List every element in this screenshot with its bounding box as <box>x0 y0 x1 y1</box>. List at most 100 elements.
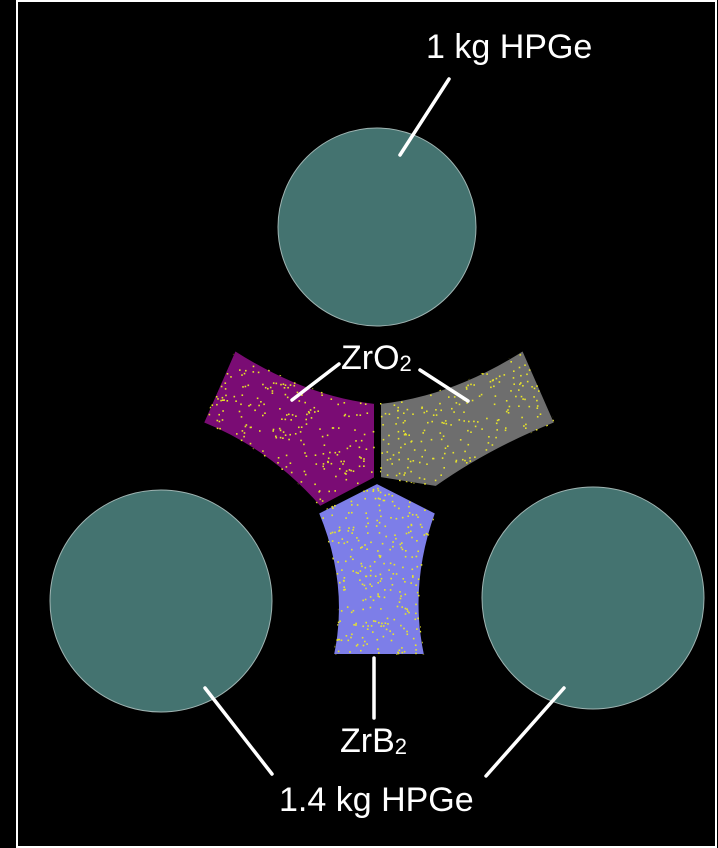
sample-dot <box>319 498 322 501</box>
sample-dot <box>348 512 350 514</box>
sample-dot <box>345 470 348 472</box>
sample-dot <box>321 394 323 396</box>
sample-dot <box>334 531 336 534</box>
sample-dot <box>350 469 352 472</box>
sample-dot <box>286 396 289 399</box>
sample-dot <box>398 601 401 603</box>
sample-dot <box>462 458 464 461</box>
sample-dot <box>359 570 362 572</box>
sample-dot <box>284 384 287 386</box>
sample-dot <box>363 460 365 462</box>
sample-dot <box>444 452 446 455</box>
sample-dot <box>439 402 441 405</box>
sample-zro2-right <box>379 348 557 489</box>
sample-dot <box>374 620 377 623</box>
sample-dot <box>401 516 404 519</box>
sample-dot <box>352 558 354 561</box>
sample-dot <box>337 621 340 624</box>
sample-dot <box>440 438 443 441</box>
sample-dot <box>420 564 423 566</box>
sample-dot <box>378 521 381 524</box>
sample-dot <box>444 420 447 422</box>
sample-dot <box>348 527 350 529</box>
sample-dot <box>323 468 326 470</box>
sample-dot <box>248 405 250 407</box>
sample-dot <box>337 638 340 641</box>
sample-dot <box>346 541 349 543</box>
sample-dot <box>343 414 346 417</box>
sample-dot <box>332 427 335 429</box>
sample-dot <box>469 457 471 459</box>
sample-dot <box>373 446 375 449</box>
sample-dot <box>491 444 494 446</box>
sample-dot <box>401 647 403 649</box>
sample-dot <box>404 593 407 596</box>
sample-dot <box>365 587 367 590</box>
sample-dot <box>289 384 292 386</box>
sample-dot <box>398 451 400 454</box>
sample-dot <box>331 514 333 517</box>
sample-dot <box>282 431 285 433</box>
sample-dot <box>406 633 409 636</box>
sample-dot <box>216 427 219 430</box>
sample-dot <box>393 618 396 621</box>
sample-dot <box>340 460 342 463</box>
sample-dot <box>220 385 223 388</box>
sample-dot <box>518 405 520 407</box>
label-zrb2-main: ZrB <box>340 722 395 760</box>
sample-dot <box>284 434 287 436</box>
sample-dot <box>259 430 261 432</box>
leader-bottom-right-detector <box>484 686 566 778</box>
sample-dot <box>365 448 368 450</box>
sample-dot <box>377 648 379 650</box>
sample-dot <box>387 623 389 625</box>
sample-dot <box>486 373 488 375</box>
sample-dot <box>390 639 393 642</box>
sample-dot <box>406 630 408 633</box>
sample-dot <box>455 402 458 404</box>
sample-dot <box>384 412 387 415</box>
sample-dot <box>339 620 341 622</box>
sample-dot <box>320 391 323 394</box>
sample-dot <box>367 532 369 534</box>
sample-dot <box>512 377 515 379</box>
sample-dot <box>367 625 369 627</box>
sample-dot <box>355 622 357 625</box>
sample-dot <box>416 628 418 630</box>
sample-dot <box>336 624 339 626</box>
sample-dot <box>466 462 468 464</box>
label-zrb2-subscript: 2 <box>395 734 407 759</box>
sample-dot <box>397 651 399 654</box>
sample-dot <box>349 555 352 558</box>
sample-dot <box>339 529 341 531</box>
sample-dot <box>350 500 353 503</box>
sample-dot <box>391 463 393 465</box>
sample-dot <box>355 624 357 626</box>
sample-dot <box>536 399 538 402</box>
sample-dot <box>326 434 329 437</box>
sample-dot <box>408 531 410 534</box>
sample-dot <box>402 566 404 569</box>
sample-dot <box>510 390 512 392</box>
sample-dot <box>396 654 398 655</box>
sample-dot <box>361 546 363 548</box>
sample-dot <box>378 652 380 654</box>
sample-dot <box>379 491 382 494</box>
sample-dot <box>520 374 522 377</box>
sample-dot <box>344 588 346 591</box>
sample-dot <box>411 536 413 539</box>
sample-dot <box>434 479 437 482</box>
sample-dot <box>405 550 407 552</box>
sample-dot <box>400 446 402 449</box>
sample-dot <box>480 393 483 396</box>
sample-dot <box>336 573 339 575</box>
sample-dot <box>380 515 382 518</box>
sample-dot <box>392 633 395 635</box>
sample-dot <box>392 541 394 543</box>
sample-dot <box>422 654 425 655</box>
sample-dot <box>271 392 274 394</box>
sample-dot <box>362 608 364 611</box>
sample-dot <box>528 405 531 408</box>
sample-dot <box>533 387 536 390</box>
sample-dot <box>418 594 420 597</box>
